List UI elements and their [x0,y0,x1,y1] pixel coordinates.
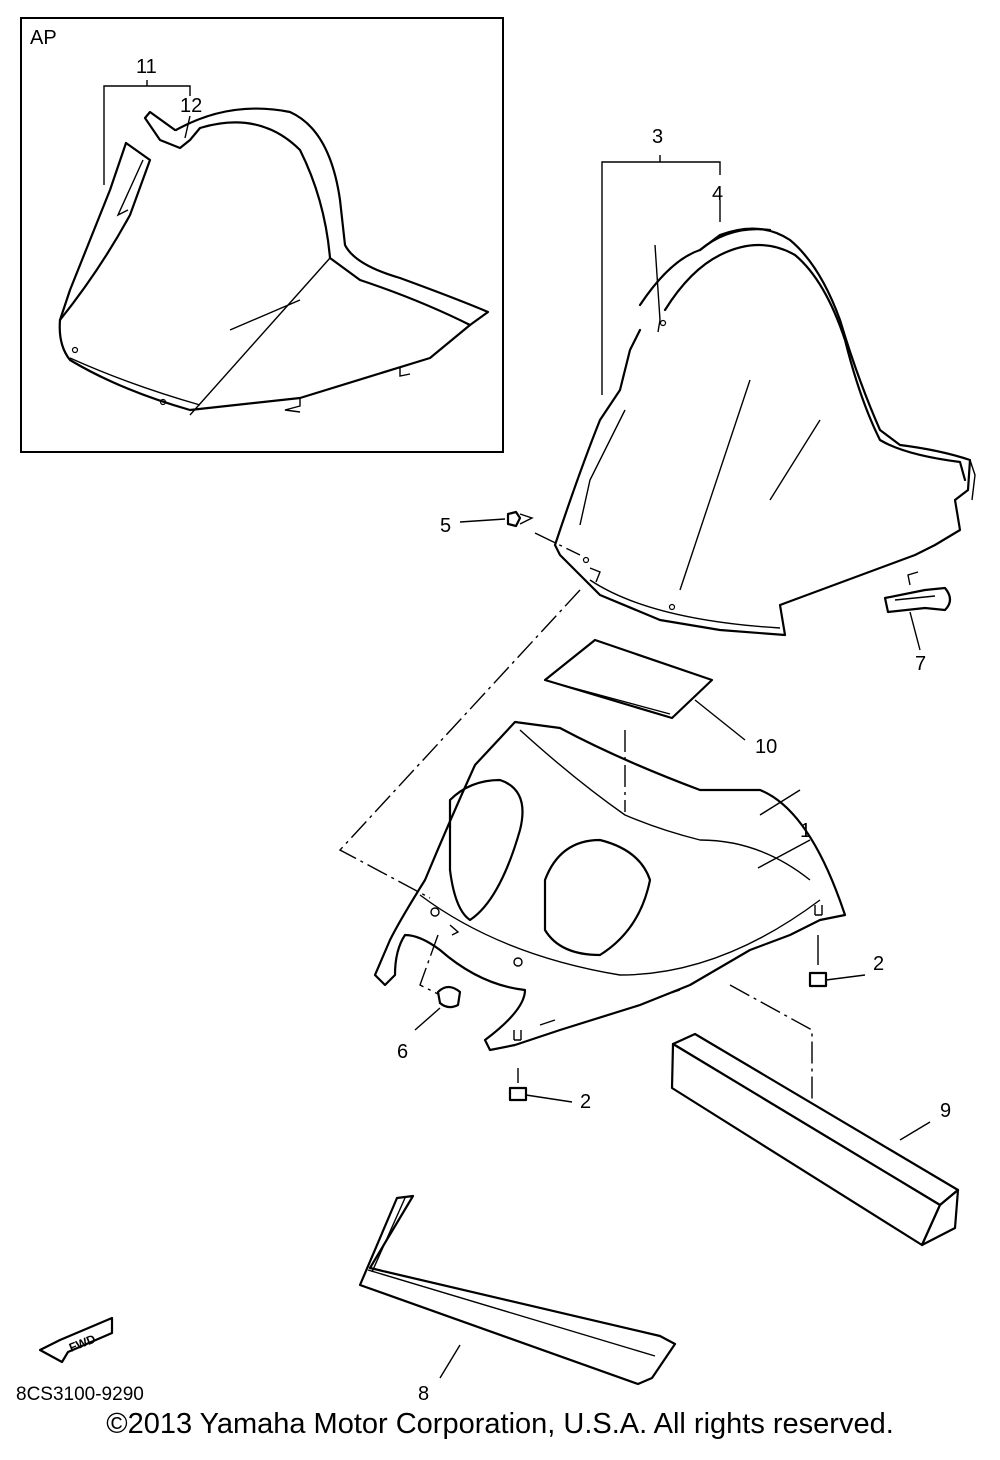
windshield-assembly [553,155,976,637]
callout-10: 10 [755,736,777,758]
screw-2-left [508,1030,573,1103]
cover-1 [373,720,847,1052]
callout-3: 3 [652,126,663,148]
callout-2-right: 2 [873,953,884,975]
callout-12: 12 [180,95,202,117]
clip-7 [883,571,952,651]
screw-5 [459,510,581,556]
pad-10 [543,638,746,741]
callout-6: 6 [397,1041,408,1063]
copyright-notice: ©2013 Yamaha Motor Corporation, U.S.A. A… [106,1408,894,1440]
drawing-number: 8CS3100-9290 [16,1384,144,1405]
bumper-8 [358,1194,677,1386]
inset-windshield [58,107,490,416]
screw-2-right [808,905,866,988]
callout-1: 1 [800,820,811,842]
callout-7: 7 [915,653,926,675]
callout-9: 9 [940,1100,951,1122]
inset-ap: AP [20,17,504,453]
callout-5: 5 [440,515,451,537]
nut-6 [414,985,462,1031]
callout-4: 4 [712,183,723,205]
bar-9 [670,1032,960,1247]
callout-11: 11 [136,56,157,78]
callout-8: 8 [418,1383,429,1405]
inset-label: AP [30,27,57,49]
callout-2-left: 2 [580,1091,591,1113]
fwd-arrow-icon: FWD [38,1316,114,1364]
